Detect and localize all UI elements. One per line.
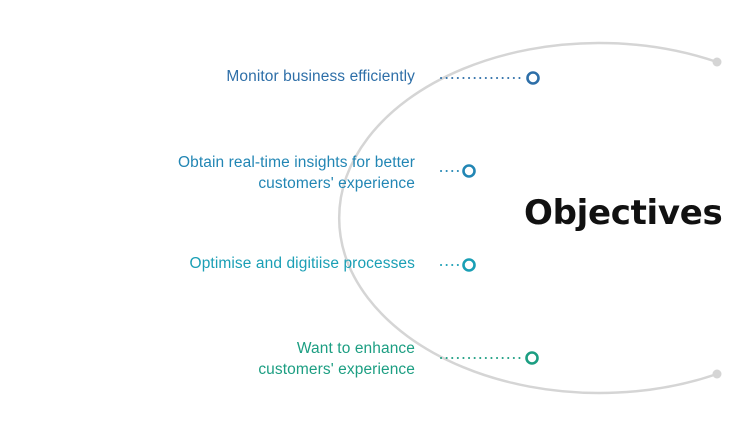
objective-2-line-2: customers' experience	[258, 175, 415, 192]
connector-node-1	[526, 71, 540, 85]
objective-label-1: Monitor business efficiently	[226, 66, 415, 87]
arc-curve	[338, 41, 718, 395]
objective-label-2: Obtain real-time insights for better cus…	[178, 152, 415, 194]
connector-node-3	[462, 258, 476, 272]
objective-1-line-1: Monitor business efficiently	[226, 68, 415, 85]
objective-3-line-1: Optimise and digitiise processes	[189, 255, 415, 272]
objective-2-line-1: Obtain real-time insights for better	[177, 154, 415, 171]
objective-label-4: Want to enhance customers' experience	[258, 338, 415, 380]
objective-4-line-1: Want to enhance	[296, 340, 415, 357]
objective-4-line-2: customers' experience	[258, 361, 415, 378]
arc-end-dot-top	[712, 57, 722, 67]
connector-node-4	[525, 351, 539, 365]
connector-node-2	[462, 164, 476, 178]
objective-label-3: Optimise and digitiise processes	[190, 253, 415, 274]
connectors	[440, 71, 540, 365]
diagram-title: Objectives	[524, 193, 723, 233]
arc-end-dot-bottom	[712, 369, 722, 379]
